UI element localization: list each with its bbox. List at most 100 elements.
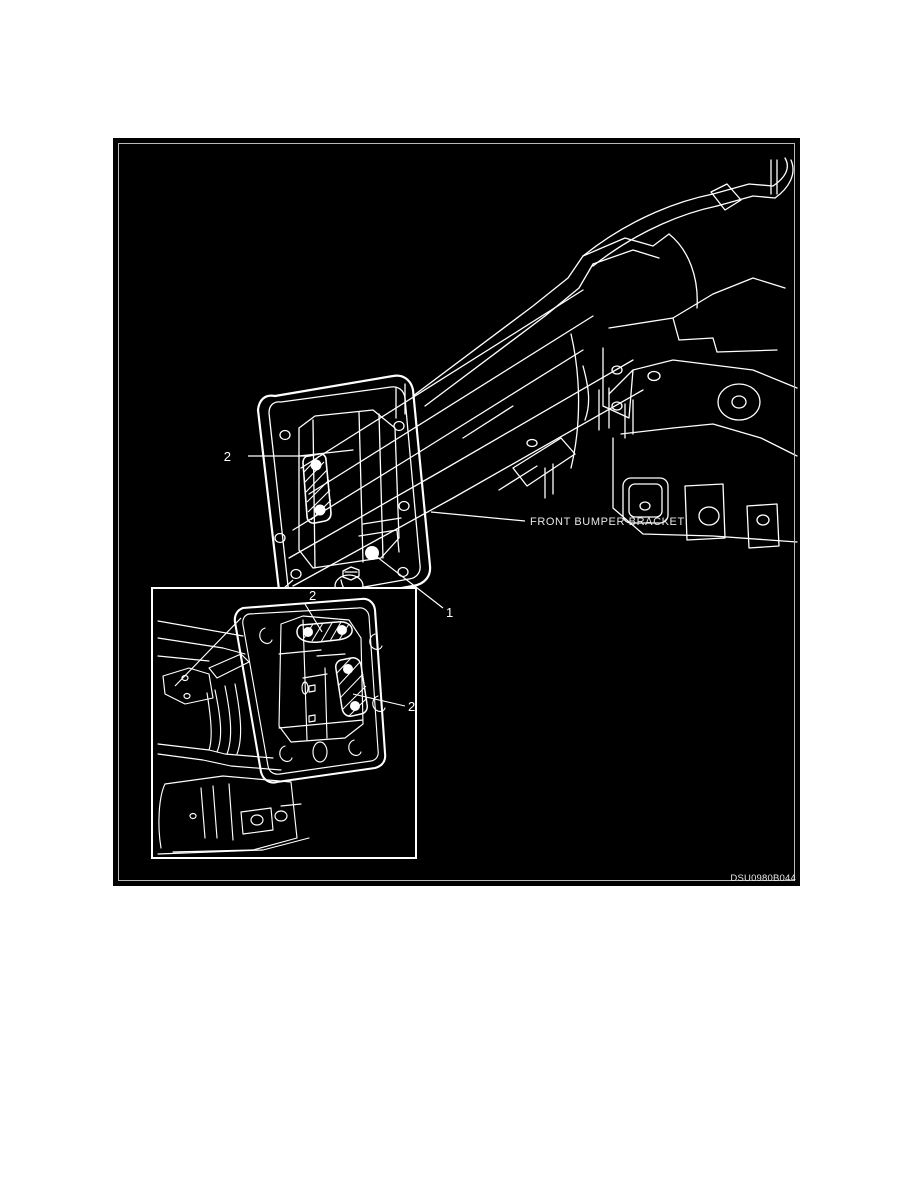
- body-panel-step: [672, 317, 778, 353]
- label-front-bumper-bracket: FRONT BUMPER BRACKET: [530, 516, 685, 528]
- leader-front-bumper-bracket: [430, 511, 526, 522]
- inset-pocket-rib-e: [302, 673, 328, 679]
- inset-rib-2: [214, 689, 222, 753]
- body-bracket-square-b: [684, 483, 726, 541]
- inset-plate-inner: [242, 607, 379, 775]
- inset-slot-right-bolt-b: [350, 701, 360, 711]
- callout-label-1-main: 1: [446, 605, 453, 620]
- slot-bolt-upper: [310, 459, 322, 471]
- inset-slot-right-outline: [335, 657, 368, 717]
- bracket-hole-ml: [274, 532, 286, 544]
- inset-center-oval: [312, 741, 328, 763]
- inset-small-rect-a: [308, 684, 316, 693]
- harness-hook: [772, 157, 788, 187]
- bracket-face-pocket: [298, 409, 400, 569]
- bracket-hole-tl: [279, 429, 291, 441]
- harness-clamp: [710, 183, 742, 211]
- inset-frame: [151, 587, 417, 859]
- inset-hatched-slot-right: [335, 657, 368, 717]
- bracket-nut: [342, 566, 360, 581]
- harness-tube-lower: [592, 205, 718, 267]
- rail-top-edge-a: [412, 255, 584, 397]
- body-bracket-hole-c: [756, 514, 770, 526]
- body-panel-rib: [620, 427, 674, 435]
- rail-stamp-b: [498, 465, 538, 491]
- inset-pocket: [278, 615, 364, 743]
- inset-rib-3: [224, 685, 232, 755]
- fender-curve-inner: [582, 365, 590, 421]
- inset-leader-bracket-edge: [174, 617, 242, 687]
- inset-floor-line-2: [157, 753, 282, 771]
- rail-bottom-face-2: [292, 389, 644, 587]
- inset-pocket-rib-b: [324, 667, 328, 739]
- inset-bracket-plate: [233, 597, 387, 784]
- rail-hole-small-2: [526, 438, 538, 448]
- bracket-pocket-rib-a: [312, 419, 316, 569]
- rail-hole-small: [647, 370, 661, 382]
- inset-detail-box: 2 2: [151, 587, 417, 859]
- inset-bg-line-b: [157, 637, 246, 655]
- front-bumper-bracket-detail: [268, 386, 421, 599]
- body-bracket-hole-b: [698, 506, 720, 526]
- technical-illustration: 2 1 FRONT BUMPER BRACKET: [151, 157, 798, 859]
- body-panel-edge-b: [608, 277, 786, 329]
- bracket-hole-mr: [398, 500, 410, 512]
- rail-stamp-a: [512, 437, 576, 487]
- frame-rail-assembly: [288, 157, 798, 587]
- inset-slot-top-outline: [296, 621, 353, 643]
- inset-small-oval: [301, 681, 309, 695]
- rail-tab-3: [624, 399, 634, 439]
- bracket-outer-flange: [256, 374, 432, 608]
- bracket-inner-flange: [268, 386, 421, 599]
- bracket-hole-bl: [290, 568, 302, 580]
- inset-bg-hole-b: [183, 692, 191, 700]
- inset-bottom-edge: [157, 837, 310, 855]
- body-bracket-hole-a: [639, 501, 651, 511]
- rail-lower-long-line: [292, 349, 584, 531]
- inset-leader-2-top: [304, 603, 323, 633]
- inset-slot-right-bolt-a: [343, 664, 353, 674]
- body-bracket-square-c: [746, 503, 780, 549]
- inset-lower-square-a: [240, 807, 274, 835]
- body-panel-edge-d: [608, 359, 798, 395]
- body-panel-edge-a: [668, 233, 698, 309]
- slot-outline: [302, 453, 332, 524]
- inset-bracket-plate-detail: [242, 607, 386, 775]
- grommet-outer: [717, 383, 761, 421]
- body-bracket-square-a-inner: [628, 483, 663, 518]
- inset-leader-lines: [174, 603, 406, 707]
- body-panel-edge-c: [672, 423, 798, 457]
- inset-lower-hole-b: [250, 814, 264, 826]
- bracket-hole-tr: [393, 420, 405, 432]
- harness-tube-upper: [582, 193, 714, 257]
- rail-upper-long-line-2: [308, 315, 594, 495]
- inset-lower-rib-c: [228, 783, 234, 841]
- callout-label-2-inset-right: 2: [408, 699, 415, 714]
- slot-bolt-lower: [314, 504, 326, 516]
- front-bumper-bracket-main: [256, 374, 432, 608]
- inset-leader-2-right: [352, 693, 406, 707]
- inset-rib-1: [206, 692, 212, 751]
- inset-slot-top-bolt-b: [337, 625, 347, 635]
- inset-hole-tr: [369, 633, 383, 651]
- inset-slot-top-bolt-a: [303, 627, 313, 637]
- inset-bg-line-a: [157, 620, 244, 637]
- inset-lower-hole-c: [274, 810, 288, 822]
- harness-tube-end: [712, 183, 774, 195]
- inset-lower-edge: [280, 803, 302, 807]
- figure-panel: 2 1 FRONT BUMPER BRACKET: [113, 138, 800, 886]
- harness-tube-end-2: [716, 195, 776, 207]
- fender-curve: [570, 333, 580, 469]
- rail-end-detail-2: [592, 249, 660, 265]
- rail-end-detail: [582, 233, 670, 257]
- body-bracket-square-a: [622, 477, 669, 524]
- bracket-shelf: [358, 529, 400, 553]
- inset-pocket-rib-c: [278, 649, 322, 655]
- inset-hole-tl: [259, 627, 273, 645]
- inset-hole-bl: [279, 745, 293, 763]
- body-side-panel: [602, 347, 634, 419]
- callout-label-2-inset-top: 2: [309, 588, 316, 603]
- body-side-hole-b: [611, 401, 623, 411]
- inset-hole-br: [348, 739, 362, 757]
